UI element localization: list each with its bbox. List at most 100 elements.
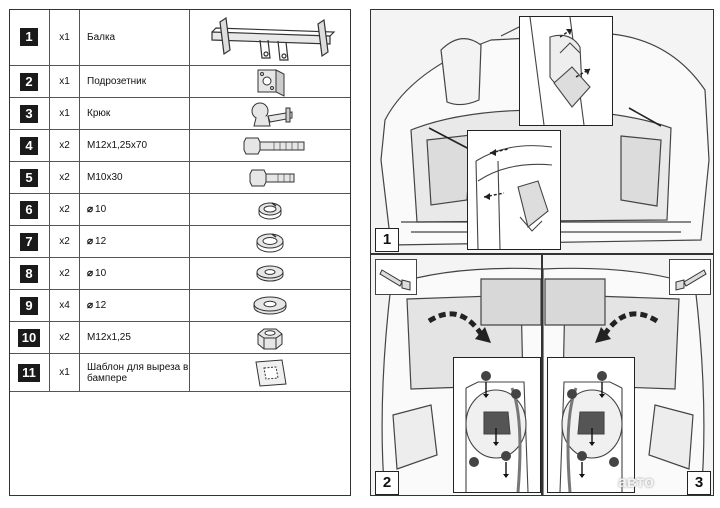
part-name-text: M12x1,25x70	[87, 140, 148, 151]
beam-icon	[211, 16, 336, 61]
part-name-text: M10x30	[87, 172, 123, 183]
part-name-text: 10	[95, 204, 107, 215]
part-number-badge: 9	[20, 297, 38, 315]
part-name-text: Крюк	[87, 108, 111, 119]
spring-washer-icon	[256, 233, 284, 253]
part-row-4: 4 x2 M12x1,25x70	[10, 130, 350, 162]
diameter-symbol: ⌀	[87, 268, 94, 279]
part-name-text: Балка	[87, 32, 116, 43]
bolt-removal-detail	[475, 145, 553, 249]
part-quantity: x2	[50, 162, 80, 193]
part-name: ⌀12	[80, 290, 190, 321]
part-name: M12x1,25	[80, 322, 190, 353]
diameter-symbol: ⌀	[87, 300, 94, 311]
part-number-badge: 8	[20, 265, 38, 283]
part-image	[190, 226, 350, 257]
part-quantity: x4	[50, 290, 80, 321]
flat-washer-icon	[253, 296, 287, 315]
step-number: 3	[687, 471, 711, 495]
part-name-text: 10	[95, 268, 107, 279]
part-row-11: 11 x1 Шаблон для выреза в бампере	[10, 354, 350, 392]
part-row-5: 5 x2 M10x30	[10, 162, 350, 194]
part-number-badge: 2	[20, 73, 38, 91]
part-row-8: 8 x2 ⌀10	[10, 258, 350, 290]
part-number-badge: 3	[20, 105, 38, 123]
step-3-panel: 3	[542, 254, 714, 496]
wrench-tool-box	[669, 259, 711, 295]
part-image	[190, 66, 350, 97]
part-number-badge: 11	[18, 364, 40, 382]
hook-icon	[251, 102, 293, 127]
part-name-text: 12	[95, 236, 107, 247]
part-quantity: x1	[50, 354, 80, 391]
part-row-6: 6 x2 ⌀10	[10, 194, 350, 226]
part-name-text: Подрозетник	[87, 76, 147, 87]
part-quantity: x2	[50, 130, 80, 161]
detail-inset	[547, 357, 635, 493]
part-name: M12x1,25x70	[80, 130, 190, 161]
part-number-cell: 6	[10, 194, 50, 225]
step-number: 1	[375, 228, 399, 252]
part-image	[190, 322, 350, 353]
part-row-9: 9 x4 ⌀12	[10, 290, 350, 322]
part-number-badge: 6	[20, 201, 38, 219]
watermark-text: авто	[618, 474, 654, 491]
part-name: M10x30	[80, 162, 190, 193]
part-quantity: x2	[50, 258, 80, 289]
part-image	[190, 98, 350, 129]
template-icon	[255, 359, 287, 387]
part-image	[190, 10, 350, 65]
part-row-1: 1 x1 Балка	[10, 10, 350, 66]
step-1-panel: 1	[370, 9, 714, 254]
detail-inset-top	[519, 16, 613, 126]
part-number-cell: 7	[10, 226, 50, 257]
part-number-cell: 8	[10, 258, 50, 289]
bolt-removal-detail	[529, 17, 591, 125]
part-image	[190, 130, 350, 161]
flat-washer-icon	[256, 265, 284, 282]
part-row-7: 7 x2 ⌀12	[10, 226, 350, 258]
part-number-cell: 4	[10, 130, 50, 161]
part-image	[190, 258, 350, 289]
socket-bracket-icon	[257, 69, 285, 97]
part-quantity: x1	[50, 10, 80, 65]
part-name-text: M12x1,25	[87, 332, 131, 343]
step-2-panel: 2	[370, 254, 542, 496]
part-name: ⌀10	[80, 258, 190, 289]
part-image	[190, 354, 350, 391]
nut-removal-detail	[465, 371, 529, 492]
short-bolt-icon	[249, 169, 295, 187]
part-image	[190, 194, 350, 225]
part-name: Балка	[80, 10, 190, 65]
part-number-cell: 11	[10, 354, 50, 391]
part-name-text: 12	[95, 300, 107, 311]
part-row-2: 2 x1 Подрозетник	[10, 66, 350, 98]
wrench-icon	[675, 269, 707, 291]
wrench-tool-box	[375, 259, 417, 295]
part-row-10: 10 x2 M12x1,25	[10, 322, 350, 354]
part-image	[190, 290, 350, 321]
part-number-badge: 5	[20, 169, 38, 187]
part-name: Подрозетник	[80, 66, 190, 97]
table-empty-area	[10, 392, 350, 495]
part-number-cell: 2	[10, 66, 50, 97]
wrench-icon	[379, 269, 411, 291]
nut-removal-detail	[559, 371, 623, 492]
part-number-cell: 10	[10, 322, 50, 353]
part-quantity: x2	[50, 226, 80, 257]
part-quantity: x1	[50, 66, 80, 97]
part-number-cell: 3	[10, 98, 50, 129]
nut-icon	[257, 328, 283, 350]
part-name: ⌀10	[80, 194, 190, 225]
parts-table: 1 x1 Балка 2 x1 Подрозетник	[9, 9, 351, 496]
long-bolt-icon	[243, 137, 305, 155]
diameter-symbol: ⌀	[87, 236, 94, 247]
part-number-badge: 4	[20, 137, 38, 155]
diameter-symbol: ⌀	[87, 204, 94, 215]
detail-inset-bottom	[467, 130, 561, 250]
part-image	[190, 162, 350, 193]
part-quantity: x1	[50, 98, 80, 129]
part-number-cell: 1	[10, 10, 50, 65]
step-number: 2	[375, 471, 399, 495]
spring-washer-icon	[258, 202, 282, 220]
